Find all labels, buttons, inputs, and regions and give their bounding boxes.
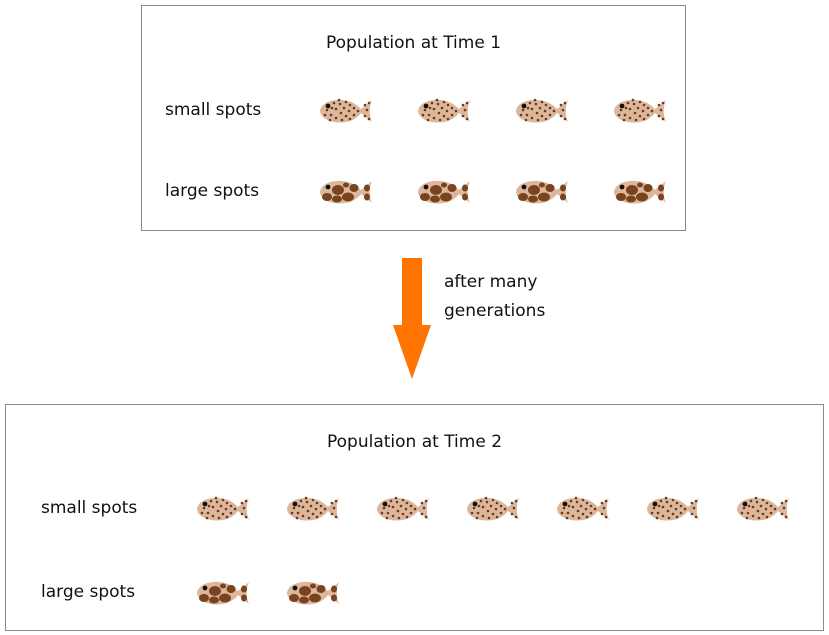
fish-row-small-spots: [193, 494, 823, 524]
row-label-small-spots: small spots: [165, 100, 262, 120]
population-time-1-panel: Population at Time 1 small spots large s…: [141, 5, 686, 231]
fish-row-small-spots: [316, 96, 676, 126]
large-spots-fish-icon: [516, 180, 568, 204]
large-spots-fish-icon: [320, 180, 372, 204]
large-spots-fish-icon: [614, 180, 666, 204]
small-spots-fish-icon: [418, 98, 470, 123]
population-time-2-panel: Population at Time 2 small spots large s…: [5, 404, 824, 631]
arrow-label-line-1: after many: [444, 272, 538, 292]
large-spots-fish-icon: [287, 581, 339, 605]
fish-row-large-spots: [316, 177, 676, 207]
small-spots-fish-icon: [467, 496, 519, 521]
small-spots-fish-icon: [287, 496, 339, 521]
small-spots-fish-icon: [647, 496, 699, 521]
small-spots-fish-icon: [377, 496, 429, 521]
panel-title: Population at Time 2: [326, 432, 503, 452]
small-spots-fish-icon: [614, 98, 666, 123]
row-label-large-spots: large spots: [165, 181, 260, 201]
small-spots-fish-icon: [557, 496, 609, 521]
large-spots-fish-icon: [418, 180, 470, 204]
row-label-small-spots: small spots: [41, 498, 138, 518]
row-label-large-spots: large spots: [41, 582, 136, 602]
large-spots-fish-icon: [197, 581, 249, 605]
arrow-label-line-2: generations: [444, 301, 546, 321]
small-spots-fish-icon: [320, 98, 372, 123]
panel-title: Population at Time 1: [325, 33, 502, 53]
arrow-label: after many generations: [444, 268, 594, 326]
fish-row-large-spots: [193, 578, 823, 608]
small-spots-fish-icon: [516, 98, 568, 123]
small-spots-fish-icon: [197, 496, 249, 521]
small-spots-fish-icon: [737, 496, 789, 521]
down-arrow-icon: [393, 258, 431, 379]
